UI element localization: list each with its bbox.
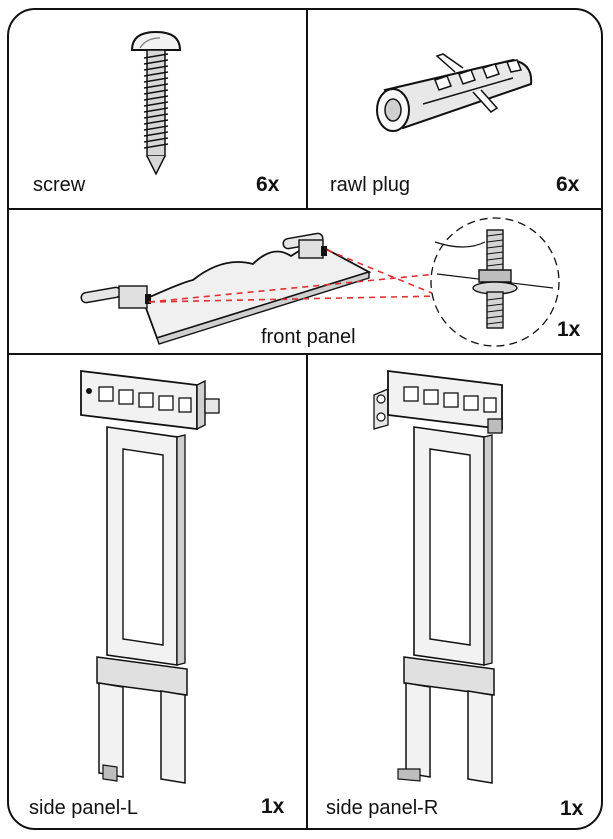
- row-divider-2: [9, 353, 601, 355]
- side-panel-right-cell: side panel-R 1x: [308, 355, 601, 828]
- side-panel-right-qty: 1x: [560, 797, 584, 820]
- parts-frame: screw 6x rawl plug 6x: [7, 8, 603, 830]
- side-panel-left-qty: 1x: [261, 795, 285, 818]
- front-panel-label: front panel: [261, 326, 356, 348]
- screw-icon: [130, 30, 182, 176]
- front-panel-icon: [80, 232, 372, 345]
- col-divider-top: [306, 10, 308, 208]
- bolt-detail-icon: [430, 217, 560, 347]
- col-divider-bottom: [306, 353, 308, 828]
- side-panel-left-icon: [80, 369, 220, 784]
- rawl-plug-label: rawl plug: [330, 174, 411, 196]
- side-panel-left-cell: side panel-L 1x: [9, 355, 306, 828]
- leader-lines: [148, 249, 440, 303]
- rawl-plug-icon: [376, 53, 533, 132]
- rawl-plug-cell: rawl plug 6x: [308, 10, 601, 208]
- rawl-plug-qty: 6x: [556, 173, 580, 196]
- side-panel-right-label: side panel-R: [326, 797, 439, 819]
- row-divider-1: [9, 208, 601, 210]
- front-panel-cell: front panel 1x: [9, 210, 601, 353]
- side-panel-right-icon: [373, 369, 503, 784]
- side-panel-left-label: side panel-L: [29, 797, 138, 819]
- screw-cell: screw 6x: [9, 10, 306, 208]
- front-panel-qty: 1x: [557, 318, 581, 341]
- screw-qty: 6x: [256, 173, 280, 196]
- screw-label: screw: [33, 174, 86, 196]
